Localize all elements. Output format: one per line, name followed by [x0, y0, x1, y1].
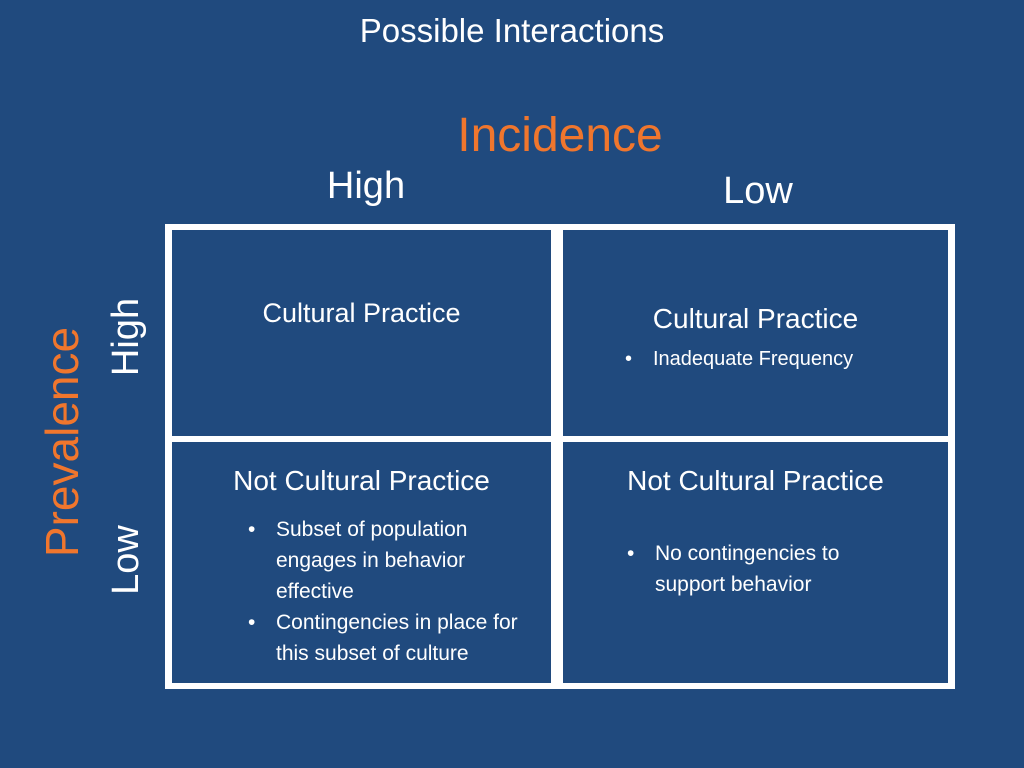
cell-heading: Not Cultural Practice [233, 465, 490, 496]
cell-low-prevalence-low-incidence: Not Cultural Practice • No contingencies … [563, 442, 948, 683]
bullet-icon: • [627, 542, 635, 565]
list-item: • No contingencies to support behavior [621, 538, 881, 600]
bullet-text: No contingencies to support behavior [655, 542, 840, 596]
row-header-low: Low [105, 525, 147, 595]
bullet-list: • Subset of population engages in behavio… [242, 514, 542, 669]
bullet-text: Inadequate Frequency [653, 348, 854, 370]
list-item: • Contingencies in place for this subset … [242, 607, 542, 669]
slide-title: Possible Interactions [359, 12, 665, 49]
bullet-icon: • [248, 518, 256, 541]
bullet-text: Subset of population engages in behavior… [276, 518, 468, 603]
row-header-high: High [105, 297, 147, 377]
cell-heading: Not Cultural Practice [627, 465, 884, 496]
interaction-matrix: Cultural Practice Cultural Practice • Ina… [165, 224, 955, 689]
column-header-low: Low [723, 170, 793, 212]
bullet-list: • No contingencies to support behavior [621, 538, 881, 600]
bullet-icon: • [625, 348, 633, 370]
column-header-high: High [326, 165, 406, 207]
cell-low-prevalence-high-incidence: Not Cultural Practice • Subset of populat… [172, 442, 551, 683]
list-item: • Subset of population engages in behavio… [242, 514, 542, 607]
bullet-icon: • [248, 611, 256, 634]
cell-heading: Cultural Practice [262, 298, 461, 328]
column-axis-label: Incidence [457, 109, 663, 162]
list-item: • Inadequate Frequency [619, 344, 939, 375]
cell-high-prevalence-low-incidence: Cultural Practice • Inadequate Frequency [563, 230, 948, 436]
bullet-text: Contingencies in place for this subset o… [276, 611, 518, 665]
cell-heading: Cultural Practice [652, 303, 859, 334]
cell-high-prevalence-high-incidence: Cultural Practice [172, 230, 551, 436]
bullet-list: • Inadequate Frequency [619, 344, 939, 375]
row-axis-label: Prevalence [36, 326, 88, 558]
